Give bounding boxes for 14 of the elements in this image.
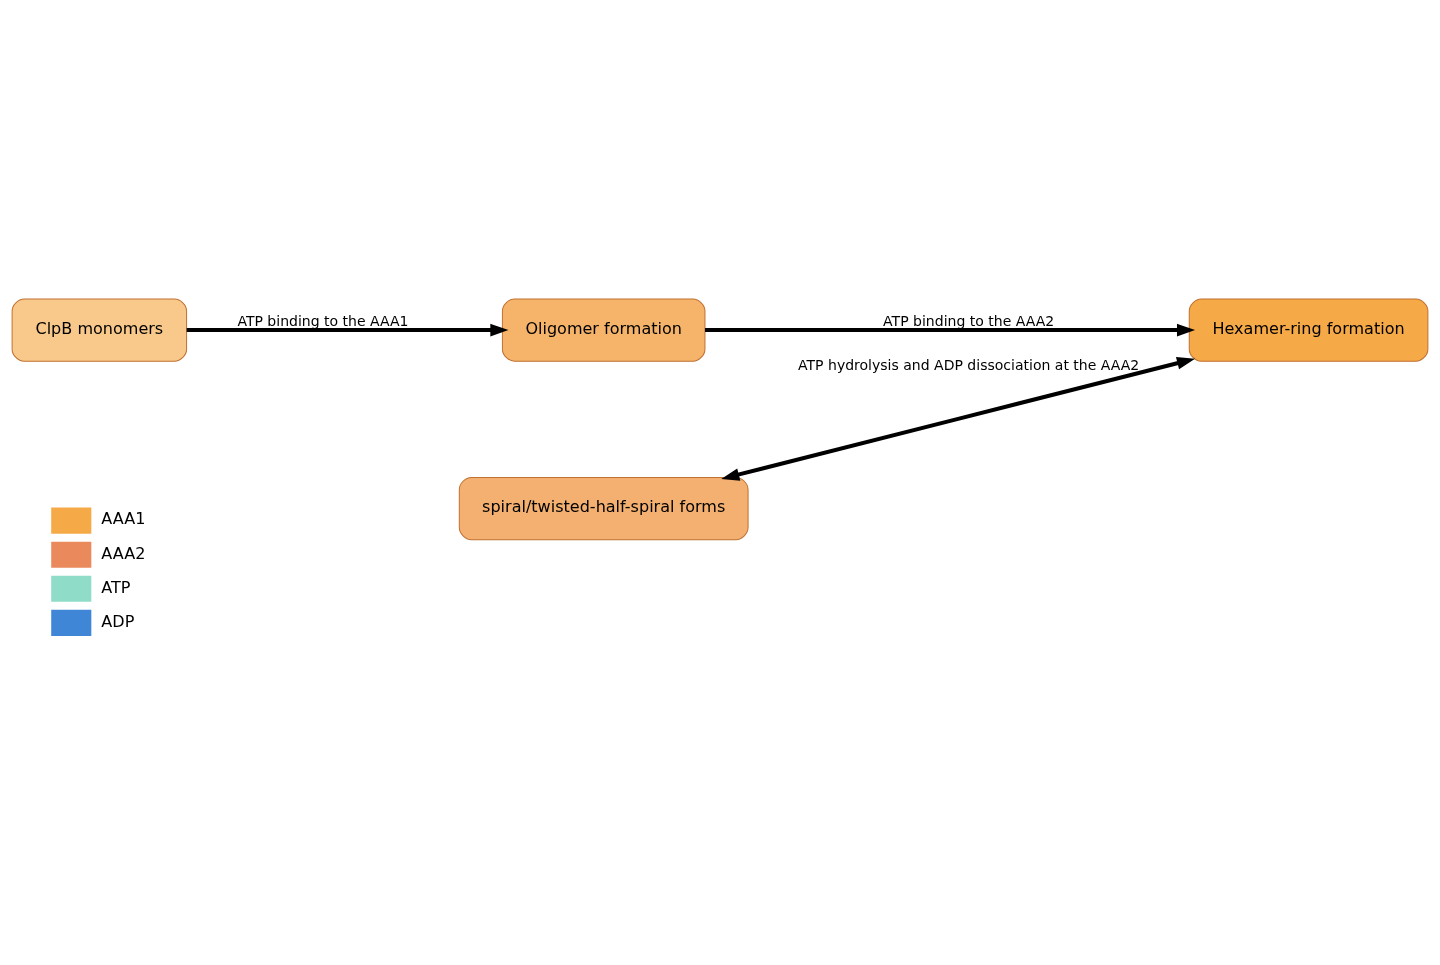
edge-label: ATP binding to the AAA2	[883, 313, 1055, 330]
arrow	[721, 356, 1196, 481]
node-box: Hexamer-ring formation	[1188, 298, 1429, 362]
edge-label: ATP hydrolysis and ADP dissociation at the AAA2	[798, 357, 1140, 374]
legend-label: AAA1	[101, 509, 146, 529]
node-box: Oligomer formation	[501, 298, 706, 362]
arrow	[705, 323, 1196, 337]
node-box: ClpB monomers	[11, 298, 188, 362]
arrow	[186, 323, 509, 337]
node-box: spiral/twisted-half-spiral forms	[458, 477, 749, 541]
legend-label: ADP	[101, 611, 135, 631]
edge-label: ATP binding to the AAA1	[237, 313, 409, 330]
legend-label: ATP	[101, 577, 131, 597]
legend-label: AAA2	[101, 543, 146, 563]
